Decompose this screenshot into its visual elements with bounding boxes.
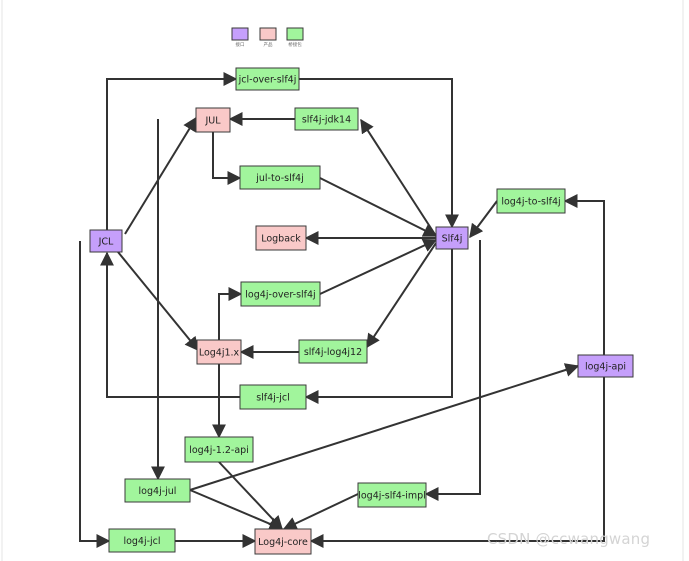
node-box [239,384,307,410]
node-box [239,165,321,190]
edge-arrow [189,489,284,531]
node-label: slf4j-jcl [256,393,290,404]
node-label: JUL [204,116,221,127]
node-slf4j: Slf4j [435,226,469,250]
edge-arrow [79,241,111,548]
legend: 接口 产品 桥接包 [231,27,304,48]
node-label: log4j-jul [139,486,177,497]
edge-arrow [299,78,459,229]
edge-arrow [563,194,605,355]
edge-arrow [212,132,242,185]
node-label: Logback [261,234,301,245]
node-slf4j-jdk14: slf4j-jdk14 [294,107,359,131]
node-log4j-slf4-impl: log4j-slf4-impl [357,482,427,508]
node-label: jul-to-slf4j [255,173,304,184]
node-jul-to-slf4j: jul-to-slf4j [239,165,321,190]
node-box [124,478,191,503]
node-label: log4j-api [585,362,626,373]
legend-item: 产品 [259,27,277,48]
edge-arrow [319,177,438,237]
node-log4j-to-slf4j: log4j-to-slf4j [496,188,566,214]
node-log4j-api: log4j-api [577,354,634,378]
edge-arrow [309,377,605,548]
node-jcl-over-slf4j: jcl-over-slf4j [235,67,300,91]
node-label: log4j-1.2-api [189,445,249,456]
node-slf4j-jcl: slf4j-jcl [239,384,307,410]
node-logback: Logback [255,225,307,251]
node-label: jcl-over-slf4j [238,75,297,86]
node-box [496,188,566,214]
node-box [184,436,254,463]
node-jcl: JCL [89,229,123,253]
node-box [108,528,176,553]
node-label: log4j-over-slf4j [245,290,315,301]
legend-swatch [231,27,249,41]
edges [79,72,605,548]
node-jul: JUL [195,107,231,133]
node-label: slf4j-log4j12 [304,347,362,358]
node-box [294,107,359,131]
node-box [235,67,300,91]
node-box [195,107,231,133]
watermark: CSDN @ccwangwang [487,530,651,548]
node-label: log4j-to-slf4j [501,197,560,208]
legend-swatch [286,27,304,41]
node-log4j-12-api: log4j-1.2-api [184,436,254,463]
edge-arrow [319,238,438,295]
node-log4j-over-slf4j: log4j-over-slf4j [240,281,321,307]
node-box [255,225,307,251]
node-box [577,354,634,378]
legend-swatch [259,27,277,41]
edge-arrow [218,461,283,531]
legend-label: 接口 [236,41,245,48]
node-label: log4j-jcl [123,536,160,547]
node-log4j-jcl: log4j-jcl [108,528,176,553]
node-label: log4j-slf4-impl [358,491,426,502]
edge-arrow [360,118,437,237]
node-label: Slf4j [442,234,463,245]
node-log4j1x: Log4j1.x [196,339,242,365]
node-slf4j-log4j12: slf4j-log4j12 [298,339,368,364]
node-label: Log4j-core [258,537,308,548]
legend-label: 桥接包 [288,41,302,48]
node-box [196,339,242,365]
node-box [254,528,312,555]
edge-arrow [218,287,243,340]
legend-item: 接口 [231,27,249,48]
edge-arrow [282,493,359,530]
node-box [357,482,427,508]
edge-arrow [189,363,580,491]
node-log4j-jul: log4j-jul [124,478,191,503]
edge-arrow [424,240,481,501]
edge-arrow [124,116,197,235]
edge-arrow [100,251,240,398]
node-label: slf4j-jdk14 [302,115,351,126]
edge-arrow [366,242,437,349]
legend-label: 产品 [264,41,273,48]
legend-item: 桥接包 [286,27,304,48]
node-log4j-core: Log4j-core [254,528,312,555]
node-box [89,229,123,253]
edge-arrow [304,249,453,404]
node-box [298,339,368,364]
node-box [240,281,321,307]
edge-arrow [469,200,498,239]
node-label: Log4j1.x [199,348,240,359]
node-box [435,226,469,250]
node-label: JCL [98,237,114,248]
edge-arrow [106,72,238,230]
